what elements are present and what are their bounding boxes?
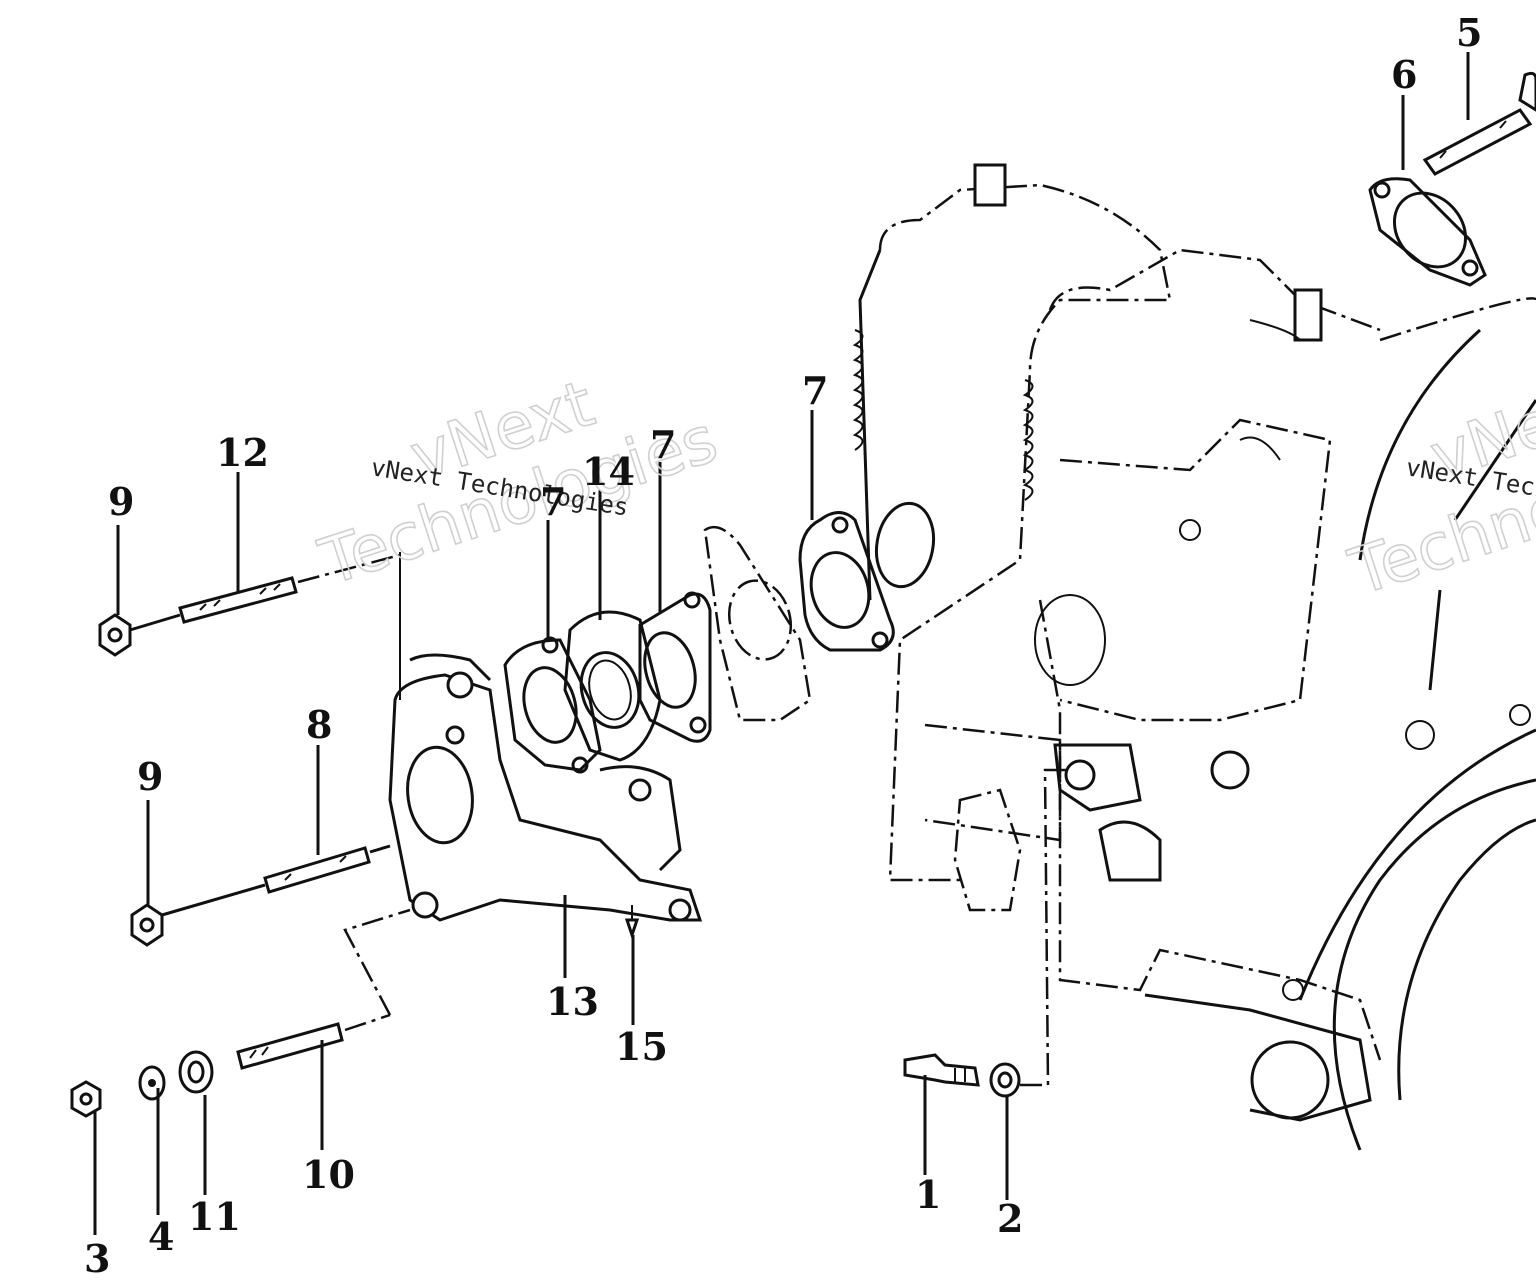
callout-7-b: 7 [650, 422, 676, 467]
callout-7-c: 7 [802, 368, 828, 413]
washer-2 [989, 768, 1070, 1098]
leader-lines [93, 52, 1470, 1235]
gasket-7-front [503, 636, 602, 774]
thermostat-housing-14 [563, 610, 662, 762]
callout-9-top: 9 [108, 479, 134, 524]
gasket-partial-top-right [1518, 71, 1536, 112]
stud-12 [178, 553, 401, 624]
callout-4: 4 [148, 1214, 174, 1259]
callout-14: 14 [582, 449, 635, 494]
callout-9-bottom: 9 [137, 754, 163, 799]
gasket-6 [1368, 177, 1487, 287]
spacer-plate-dashed [703, 525, 812, 722]
callout-10: 10 [302, 1152, 355, 1197]
stud-10 [236, 908, 411, 1070]
callout-3: 3 [84, 1236, 110, 1280]
callout-labels: 1 2 3 4 5 6 7 7 7 8 9 9 10 11 12 13 14 1… [84, 10, 1482, 1280]
drain-plug-1 [903, 1053, 980, 1087]
callout-15: 15 [615, 1024, 668, 1069]
engine-block [852, 163, 1536, 1151]
stud-5 [1422, 108, 1533, 176]
manifold-gasket-left [798, 511, 895, 652]
stud-8 [263, 844, 391, 894]
nut-9-top [98, 613, 181, 657]
nut-3 [70, 1080, 102, 1118]
callout-8: 8 [306, 702, 332, 747]
callout-5: 5 [1456, 10, 1482, 55]
callout-1: 1 [915, 1172, 941, 1217]
callout-13: 13 [546, 979, 599, 1024]
callout-7-a: 7 [540, 479, 566, 524]
nut-9-bottom [130, 883, 266, 947]
callout-2: 2 [997, 1196, 1023, 1241]
intake-manifold-13 [388, 653, 703, 940]
washer-11 [178, 1050, 214, 1094]
washer-4 [138, 1065, 166, 1101]
callout-12: 12 [216, 430, 269, 475]
callout-6: 6 [1391, 52, 1417, 97]
callout-11: 11 [188, 1194, 241, 1239]
manifold-gasket-right [638, 591, 712, 743]
